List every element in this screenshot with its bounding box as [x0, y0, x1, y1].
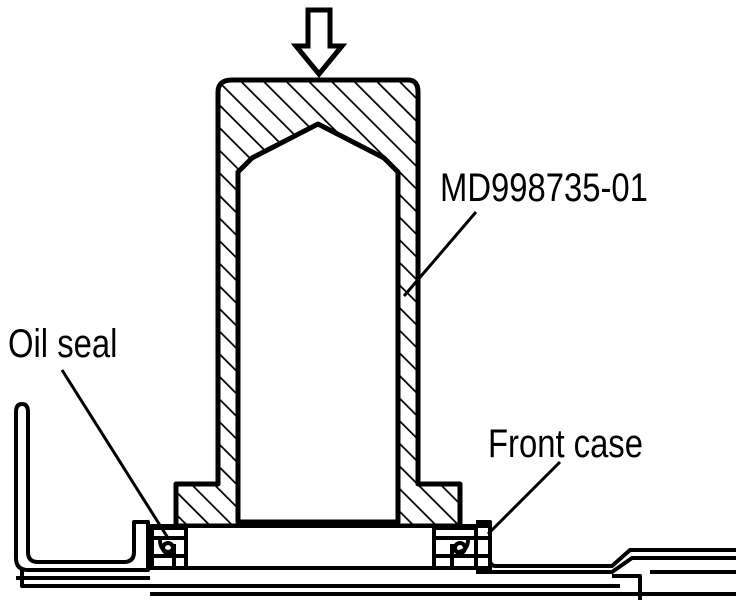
oil-seal-left: [150, 526, 188, 570]
oil-seal-right: [432, 526, 478, 570]
oil-seal-label: Oil seal: [8, 322, 118, 366]
front-case-label: Front case: [488, 422, 643, 466]
leader-tool: [402, 211, 478, 297]
tool-hatched-section: [173, 77, 463, 529]
leader-oil-seal: [60, 369, 170, 539]
leader-front-case: [486, 460, 562, 536]
leader-lines: [60, 211, 562, 539]
down-arrow-icon: [290, 7, 348, 78]
seal-seating-ring: [148, 524, 492, 570]
special-tool-md998735: [173, 77, 463, 529]
front-case-housing: [14, 402, 736, 600]
tool-label: MD998735-01: [440, 166, 648, 210]
